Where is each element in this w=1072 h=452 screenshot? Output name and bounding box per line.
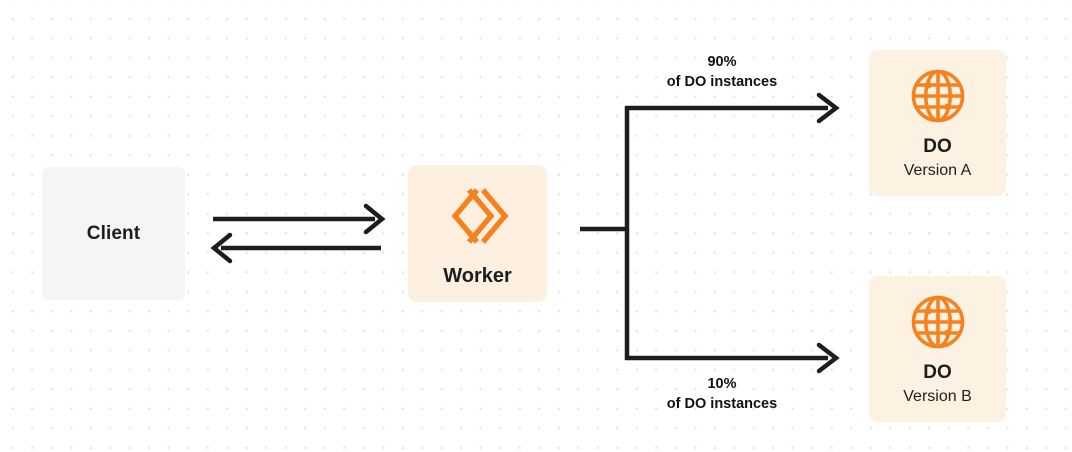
arrow-worker-to-do-a — [625, 92, 840, 124]
do-a-label: DO — [923, 136, 952, 157]
edge-label-do-a-percent: 90% — [707, 54, 737, 70]
durable-object-globe-icon — [909, 293, 967, 351]
node-do-version-b[interactable]: DO Version B — [869, 276, 1006, 422]
edge-label-do-b-caption: of DO instances — [666, 395, 778, 412]
do-a-sublabel: Version A — [903, 162, 972, 179]
node-do-version-a[interactable]: DO Version A — [869, 50, 1006, 196]
branch-trunk — [580, 106, 630, 360]
edge-label-do-a-caption: of DO instances — [666, 73, 778, 90]
arrow-worker-to-client — [210, 232, 381, 264]
client-label: Client — [86, 222, 141, 244]
arrow-worker-to-do-b — [625, 342, 840, 374]
node-client[interactable]: Client — [42, 167, 185, 300]
edge-label-do-a: 90% of DO instances — [597, 53, 847, 92]
durable-object-globe-icon — [909, 67, 967, 125]
cloudflare-workers-logo-icon — [447, 185, 509, 247]
node-worker[interactable]: Worker — [408, 165, 547, 302]
edge-label-do-b: 10% of DO instances — [597, 375, 847, 414]
arrow-client-to-worker — [213, 203, 386, 235]
edge-label-do-b-percent: 10% — [707, 376, 737, 392]
do-b-label: DO — [923, 362, 952, 383]
do-b-sublabel: Version B — [903, 388, 972, 405]
worker-label: Worker — [443, 265, 512, 287]
